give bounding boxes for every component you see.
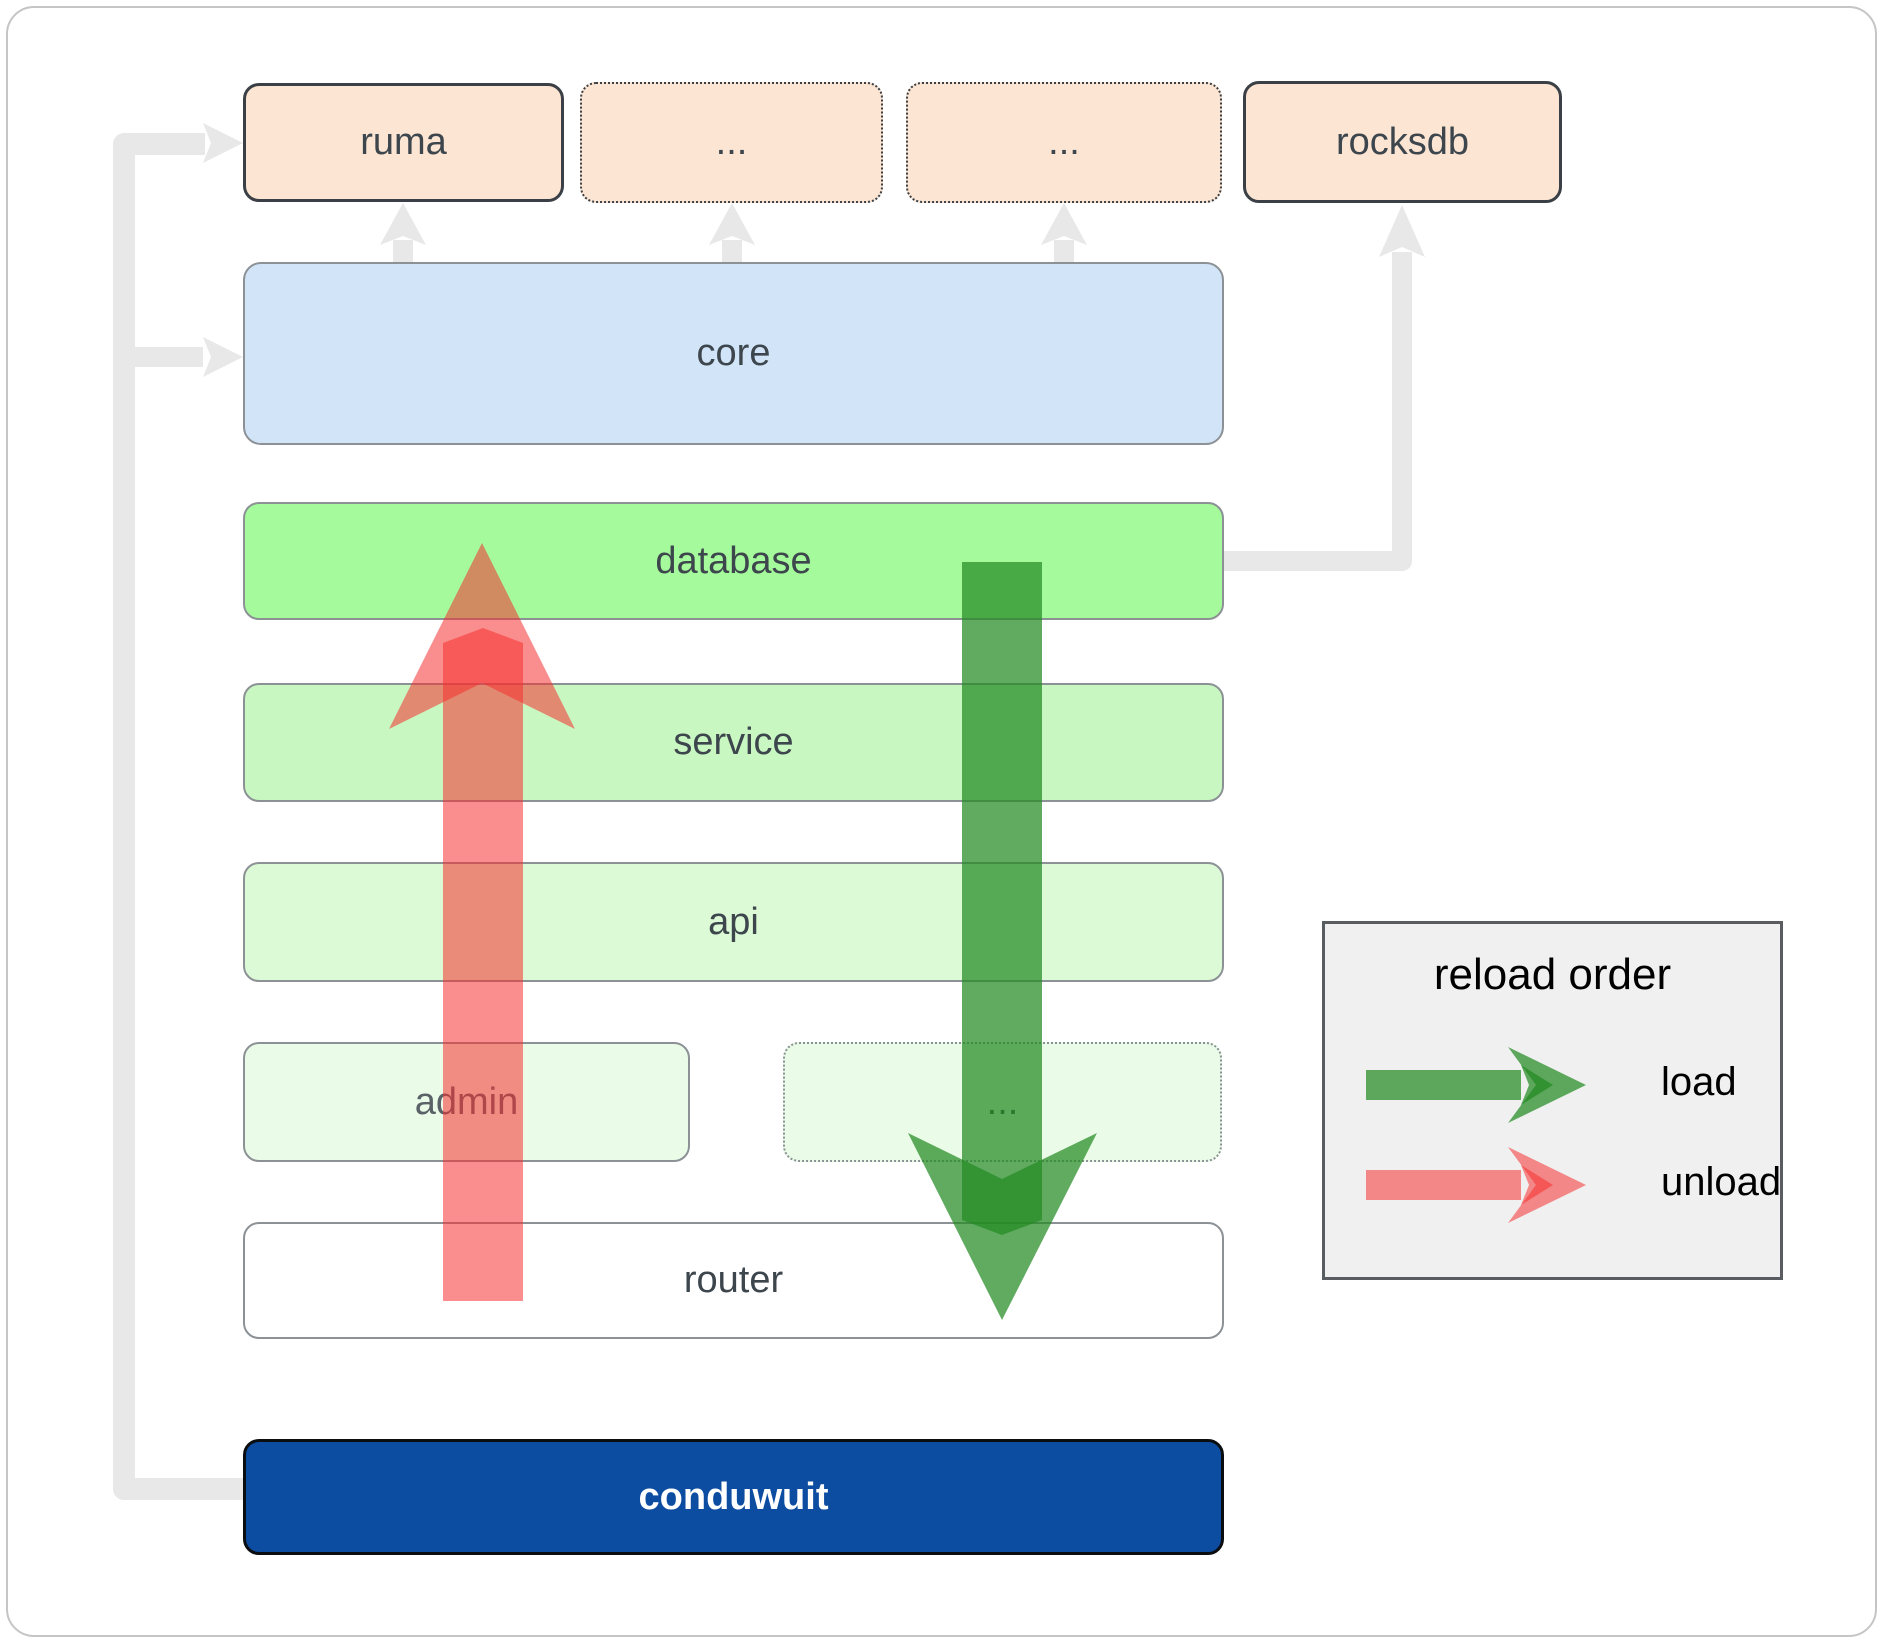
legend-unload-arrow-head-icon <box>1508 1147 1586 1223</box>
node-rocksdb-label: rocksdb <box>1335 120 1470 163</box>
node-conduwuit: conduwuit <box>243 1439 1224 1555</box>
node-database-label: database <box>655 539 812 582</box>
diagram-frame <box>6 6 1877 1637</box>
node-api-label: api <box>708 900 759 943</box>
node-core-label: core <box>696 332 771 374</box>
node-dependency-a: ... <box>580 82 883 203</box>
legend-unload-label: unload <box>1661 1160 1782 1204</box>
legend-title: reload order <box>1433 950 1672 999</box>
node-core: core <box>243 262 1224 445</box>
legend-load-arrow-shaft <box>1366 1070 1521 1100</box>
node-service-more-label: ... <box>986 1080 1019 1123</box>
node-database: database <box>243 502 1224 620</box>
legend-arrows <box>1366 1047 1586 1223</box>
node-service: service <box>243 683 1224 802</box>
node-dependency-b: ... <box>906 82 1222 203</box>
node-router: router <box>243 1222 1224 1339</box>
legend-load-label: load <box>1661 1060 1737 1104</box>
node-ruma-label: ruma <box>360 121 447 163</box>
node-ruma: ruma <box>243 83 564 202</box>
node-rocksdb: rocksdb <box>1243 81 1562 203</box>
node-admin: admin <box>243 1042 690 1162</box>
legend: reload order load unload <box>1322 921 1783 1280</box>
node-service-label: service <box>673 721 794 763</box>
node-api: api <box>243 862 1224 982</box>
node-router-label: router <box>683 1259 784 1301</box>
node-admin-label: admin <box>414 1080 519 1123</box>
legend-unload-arrow-shaft <box>1366 1170 1521 1200</box>
legend-load-arrow-head-icon <box>1508 1047 1586 1123</box>
node-dependency-a-label: ... <box>715 121 748 163</box>
node-dependency-b-label: ... <box>1048 121 1080 163</box>
node-conduwuit-label: conduwuit <box>638 1475 829 1518</box>
node-service-more: ... <box>783 1042 1222 1162</box>
